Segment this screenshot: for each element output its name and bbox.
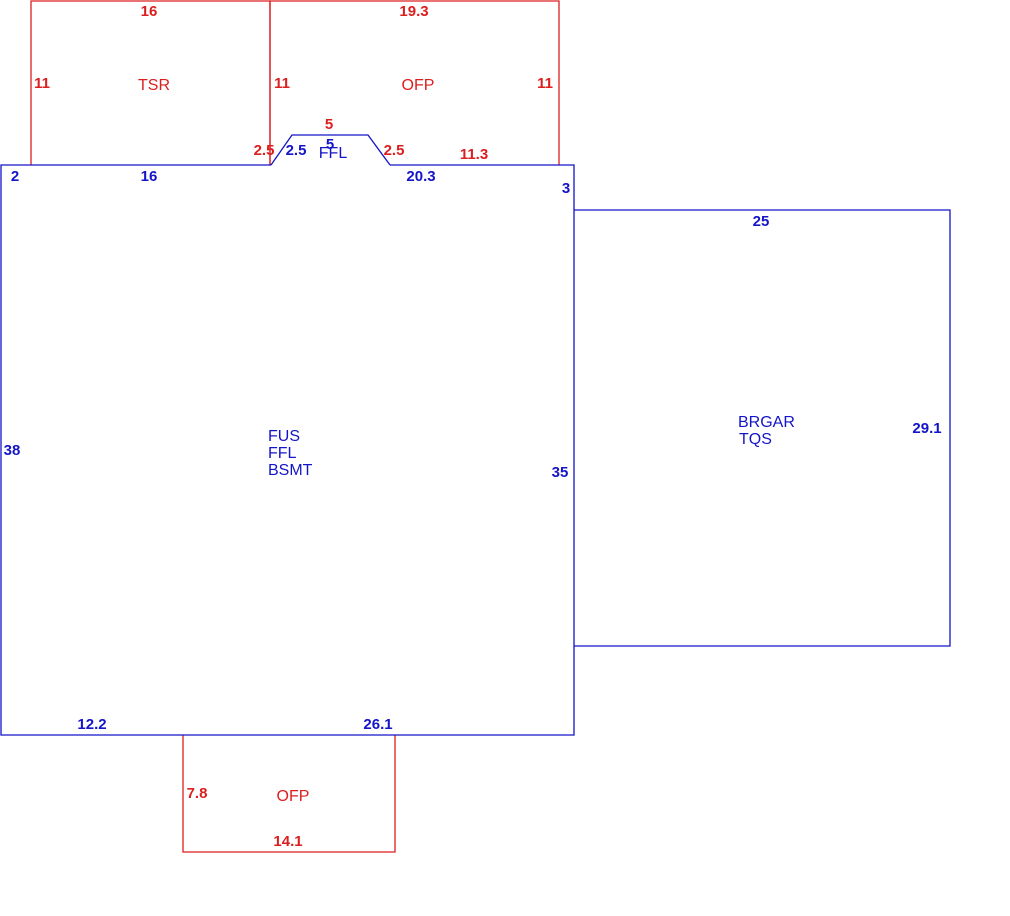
main-dim-corner: 2 <box>11 168 19 185</box>
ffl-bay-dim-right: 2.5 <box>384 142 405 159</box>
ofp-top-area: 19.3 11 11.3 OFP <box>269 0 560 165</box>
main-house-area: 2 16 20.3 3 38 35 12.2 26.1 FUS FFL BSMT <box>0 164 575 736</box>
garage-label-tqs: TQS <box>739 431 772 448</box>
ofp-bottom-dim-bottom: 14.1 <box>273 833 302 850</box>
garage-dim-top: 25 <box>753 213 770 230</box>
main-dim-step: 3 <box>562 180 570 197</box>
ffl-bay-dim-left-outer: 2.5 <box>254 142 275 159</box>
main-label-ffl: FFL <box>268 445 297 462</box>
tsr-label: TSR <box>138 77 170 94</box>
ffl-bay-outline <box>270 134 391 166</box>
ofp-bottom-outline <box>182 735 396 853</box>
main-label-bsmt: BSMT <box>268 462 313 479</box>
tsr-area: 16 11 11 TSR <box>30 0 290 165</box>
main-dim-left: 38 <box>4 442 21 459</box>
main-dim-right: 35 <box>552 464 569 481</box>
main-house-outline <box>0 164 575 736</box>
main-dim-top: 16 <box>141 168 158 185</box>
garage-outline <box>574 209 951 647</box>
ffl-bay-dim-top-inner: 5 <box>326 136 334 153</box>
ofp-top-outline <box>269 0 560 165</box>
garage-area: 25 29.1 BRGAR TQS <box>574 209 951 647</box>
ffl-bay-dim-left-inner: 2.5 <box>286 142 307 159</box>
ffl-bay-area: 5 5 2.5 2.5 2.5 FFL <box>254 116 405 166</box>
tsr-dim-left: 11 <box>34 75 50 92</box>
ffl-bay-label: FFL <box>319 145 348 162</box>
main-dim-bottom-left: 12.2 <box>77 716 106 733</box>
main-dim-bottom-right: 26.1 <box>363 716 392 733</box>
main-label-fus: FUS <box>268 428 300 445</box>
main-dim-top-right: 20.3 <box>406 168 435 185</box>
ofp-top-label: OFP <box>402 77 435 94</box>
ofp-top-dim-top: 19.3 <box>399 3 428 20</box>
ofp-top-dim-right: 11 <box>537 75 553 92</box>
tsr-dim-top: 16 <box>141 3 158 20</box>
ofp-bottom-dim-left: 7.8 <box>187 785 208 802</box>
ofp-top-dim-bottom: 11.3 <box>460 146 488 163</box>
ofp-bottom-label: OFP <box>277 788 310 805</box>
garage-label-brgar: BRGAR <box>738 414 795 431</box>
ofp-bottom-area: 7.8 14.1 OFP <box>182 735 396 853</box>
ffl-bay-dim-top-outer: 5 <box>325 116 333 133</box>
garage-dim-right: 29.1 <box>912 420 941 437</box>
tsr-dim-right: 11 <box>274 75 290 92</box>
